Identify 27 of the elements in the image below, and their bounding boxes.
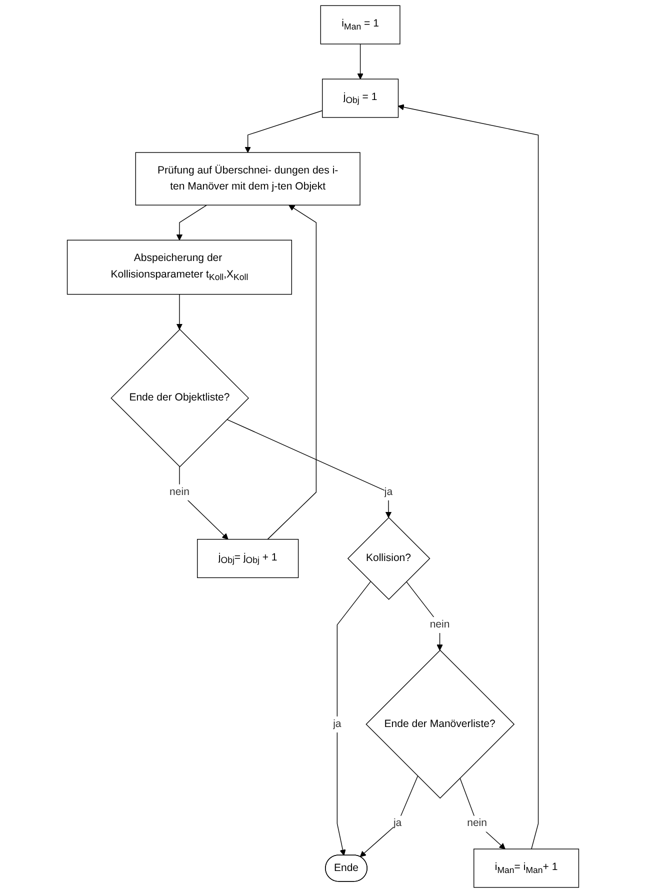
arrow — [267, 204, 317, 540]
node-box: j$_{Obj}$= j$_{Obj}$ + 1 — [197, 538, 299, 578]
edge-label: ja — [393, 817, 402, 830]
arrow — [357, 44, 364, 80]
node-diamond: Kollision? — [347, 517, 430, 600]
edge-label: ja — [384, 486, 393, 498]
edge-label: nein — [170, 486, 190, 498]
arrow — [460, 778, 506, 850]
node-box: Prüfung auf Überschnei- dungen des i-ten Manöver mit dem j-ten Objekt — [135, 152, 360, 206]
arrow — [360, 776, 418, 858]
node-box: i$_{Man}$= i$_{Man}$+ 1 — [474, 848, 580, 888]
edge-label: nein — [467, 817, 487, 830]
arrow — [336, 581, 371, 856]
arrow — [176, 204, 208, 240]
arrow — [244, 110, 323, 153]
arrow — [398, 104, 539, 850]
node-box: i$_{Man}$ = 1 — [320, 5, 400, 44]
arrow — [176, 294, 183, 330]
node-diamond: Ende der Objektliste? — [110, 328, 249, 468]
arrow — [179, 466, 228, 540]
arrow — [406, 581, 443, 651]
arrow — [226, 419, 392, 518]
node-box: j$_{Obj}$ = 1 — [322, 78, 399, 118]
edge-label: nein — [430, 618, 450, 630]
node-diamond: Ende der Manöverliste? — [366, 650, 515, 799]
node-box: Abspeicherung der Kollisionsparameter t$_{Koll}$,X$_{Koll}$ — [66, 240, 292, 295]
edge-label: ja — [333, 718, 342, 730]
